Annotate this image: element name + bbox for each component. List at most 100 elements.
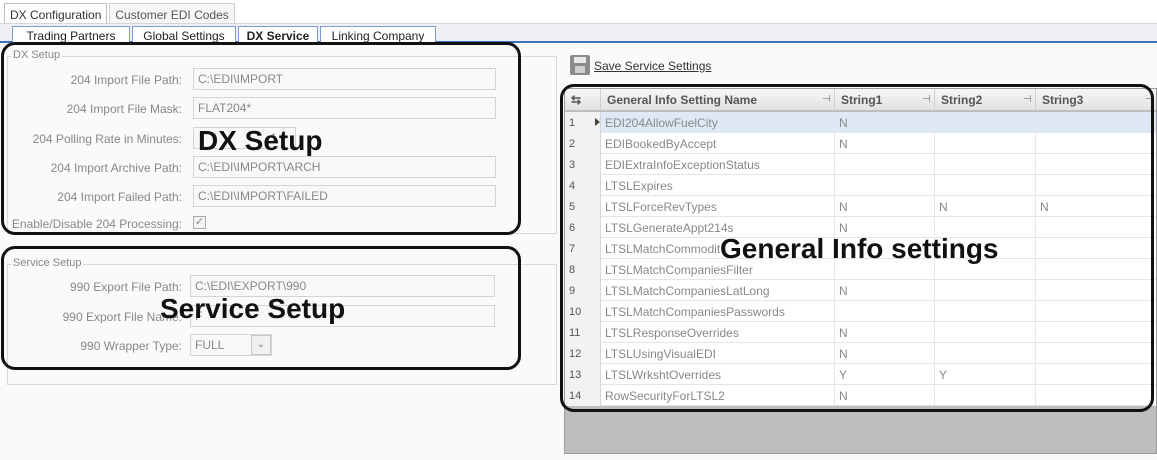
- string3-cell[interactable]: [1036, 133, 1156, 154]
- failed-path-field[interactable]: C:\EDI\IMPORT\FAILED: [193, 185, 496, 207]
- export-name-field[interactable]: F: [190, 305, 495, 327]
- import-mask-field[interactable]: FLAT204*: [193, 97, 496, 119]
- setting-name-cell[interactable]: EDIExtraInfoExceptionStatus: [601, 154, 835, 175]
- string2-cell[interactable]: N: [935, 196, 1036, 217]
- string3-cell[interactable]: [1036, 217, 1156, 238]
- setting-name-cell[interactable]: LTSLMatchCompaniesLatLong: [601, 280, 835, 301]
- string3-cell[interactable]: N: [1036, 196, 1156, 217]
- polling-rate-stepper[interactable]: 1: [193, 127, 296, 149]
- column-header-string2[interactable]: String2: [935, 89, 1036, 111]
- chevron-down-icon[interactable]: ⌄: [251, 335, 271, 355]
- column-header-string1[interactable]: String1: [835, 89, 935, 111]
- column-chooser-icon[interactable]: ⇆: [565, 89, 601, 111]
- archive-path-field[interactable]: C:\EDI\IMPORT\ARCH: [193, 156, 496, 178]
- pin-icon[interactable]: ⊣: [822, 94, 831, 105]
- string2-cell[interactable]: [935, 217, 1036, 238]
- setting-name-cell[interactable]: LTSLMatchCompaniesFilter: [601, 259, 835, 280]
- enable-processing-checkbox[interactable]: ✓: [193, 216, 206, 229]
- string1-cell[interactable]: N: [835, 112, 935, 133]
- string2-cell[interactable]: [935, 133, 1036, 154]
- string2-cell[interactable]: [935, 280, 1036, 301]
- string1-cell[interactable]: N: [835, 322, 935, 343]
- string2-cell[interactable]: [935, 238, 1036, 259]
- string3-cell[interactable]: [1036, 364, 1156, 385]
- string2-cell[interactable]: [935, 343, 1036, 364]
- service-setup-title: Service Setup: [11, 257, 84, 269]
- setting-name-cell[interactable]: LTSLMatchCompaniesPasswords: [601, 301, 835, 322]
- string3-cell[interactable]: [1036, 322, 1156, 343]
- polling-rate-spin-buttons[interactable]: [283, 128, 295, 148]
- setting-name-cell[interactable]: RowSecurityForLTSL2: [601, 385, 835, 406]
- string3-cell[interactable]: [1036, 301, 1156, 322]
- pin-icon[interactable]: ⊣: [1145, 94, 1154, 105]
- export-path-field[interactable]: C:\EDI\EXPORT\990: [190, 275, 495, 297]
- string2-cell[interactable]: [935, 154, 1036, 175]
- row-number: 1: [565, 112, 601, 133]
- string2-cell[interactable]: [935, 385, 1036, 406]
- string3-cell[interactable]: [1036, 175, 1156, 196]
- setting-name-cell[interactable]: LTSLForceRevTypes: [601, 196, 835, 217]
- string3-cell[interactable]: [1036, 238, 1156, 259]
- setting-name-cell[interactable]: LTSLGenerateAppt214s: [601, 217, 835, 238]
- setting-name-cell[interactable]: EDI204AllowFuelCity: [601, 112, 835, 133]
- string3-cell[interactable]: [1036, 385, 1156, 406]
- import-path-field[interactable]: C:\EDI\IMPORT: [193, 68, 496, 90]
- string1-cell[interactable]: [835, 238, 935, 259]
- string1-cell[interactable]: N: [835, 385, 935, 406]
- tab-dx-service[interactable]: DX Service: [238, 26, 318, 43]
- string3-cell[interactable]: [1036, 112, 1156, 133]
- string1-cell[interactable]: Y: [835, 364, 935, 385]
- tab-trading-partners[interactable]: Trading Partners: [12, 26, 130, 43]
- tab-global-settings[interactable]: Global Settings: [132, 26, 236, 43]
- setting-name-cell[interactable]: LTSLResponseOverrides: [601, 322, 835, 343]
- string2-cell[interactable]: [935, 322, 1036, 343]
- string1-cell[interactable]: [835, 175, 935, 196]
- tab-customer-edi-codes[interactable]: Customer EDI Codes: [109, 3, 235, 23]
- string3-cell[interactable]: [1036, 343, 1156, 364]
- string2-cell[interactable]: [935, 259, 1036, 280]
- string3-cell[interactable]: [1036, 259, 1156, 280]
- pin-icon[interactable]: ⊣: [1023, 94, 1032, 105]
- string1-cell[interactable]: N: [835, 217, 935, 238]
- enable-processing-label: Enable/Disable 204 Processing:: [11, 217, 182, 231]
- string2-cell[interactable]: Y: [935, 364, 1036, 385]
- string1-cell[interactable]: [835, 301, 935, 322]
- column-header-string3[interactable]: String3: [1036, 89, 1156, 111]
- string3-cell[interactable]: [1036, 280, 1156, 301]
- tab-linking-company[interactable]: Linking Company: [320, 26, 436, 43]
- column-header-name[interactable]: General Info Setting Name: [601, 89, 835, 111]
- string1-cell[interactable]: N: [835, 133, 935, 154]
- save-icon[interactable]: [570, 55, 590, 75]
- setting-name-cell[interactable]: EDIBookedByAccept: [601, 133, 835, 154]
- setting-name-cell[interactable]: LTSLWrkshtOverrides: [601, 364, 835, 385]
- string1-cell[interactable]: [835, 154, 935, 175]
- pin-icon[interactable]: ⊣: [922, 94, 931, 105]
- setting-name-cell[interactable]: LTSLMatchCommodit: [601, 238, 835, 259]
- setting-name-cell[interactable]: LTSLExpires: [601, 175, 835, 196]
- string2-cell[interactable]: [935, 112, 1036, 133]
- string1-cell[interactable]: [835, 259, 935, 280]
- string2-cell[interactable]: [935, 175, 1036, 196]
- string3-cell[interactable]: [1036, 154, 1156, 175]
- setting-name-cell[interactable]: LTSLUsingVisualEDI: [601, 343, 835, 364]
- tab-dx-configuration[interactable]: DX Configuration: [4, 3, 108, 23]
- save-service-settings-link[interactable]: Save Service Settings: [594, 59, 712, 73]
- string1-cell[interactable]: N: [835, 280, 935, 301]
- string2-cell[interactable]: [935, 301, 1036, 322]
- string1-cell[interactable]: N: [835, 196, 935, 217]
- string1-cell[interactable]: N: [835, 343, 935, 364]
